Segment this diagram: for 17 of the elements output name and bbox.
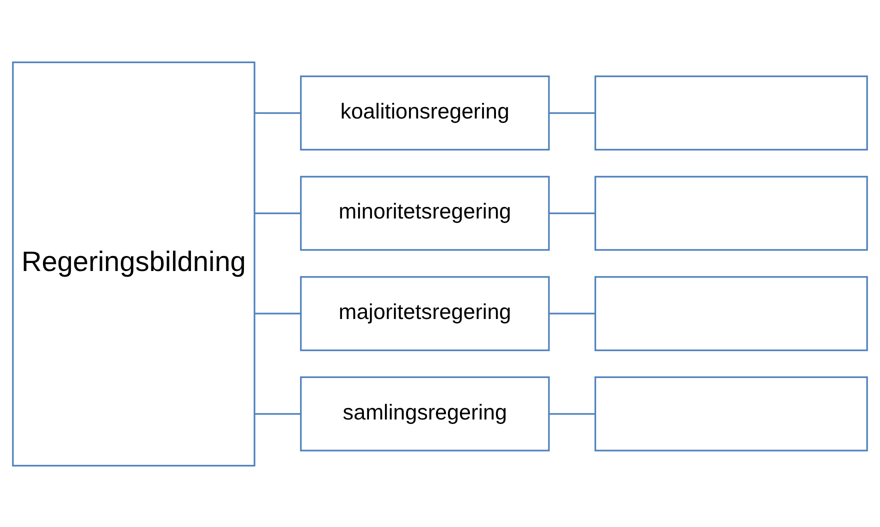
connector [549,212,595,214]
node-box [594,276,868,351]
connector [254,412,301,414]
connector [549,312,595,314]
connector [549,412,595,414]
node-box [594,175,868,250]
node-box: koalitionsregering [300,75,550,150]
connector [254,212,301,214]
node-box: majoritetsregering [300,276,550,351]
node-box [594,75,868,150]
connector [254,312,301,314]
connector [254,112,301,114]
node-box [594,376,868,451]
connector [549,112,595,114]
node-box: minoritetsregering [300,175,550,250]
node-box: samlingsregering [300,376,550,451]
node-box: Regeringsbildning [12,61,256,466]
